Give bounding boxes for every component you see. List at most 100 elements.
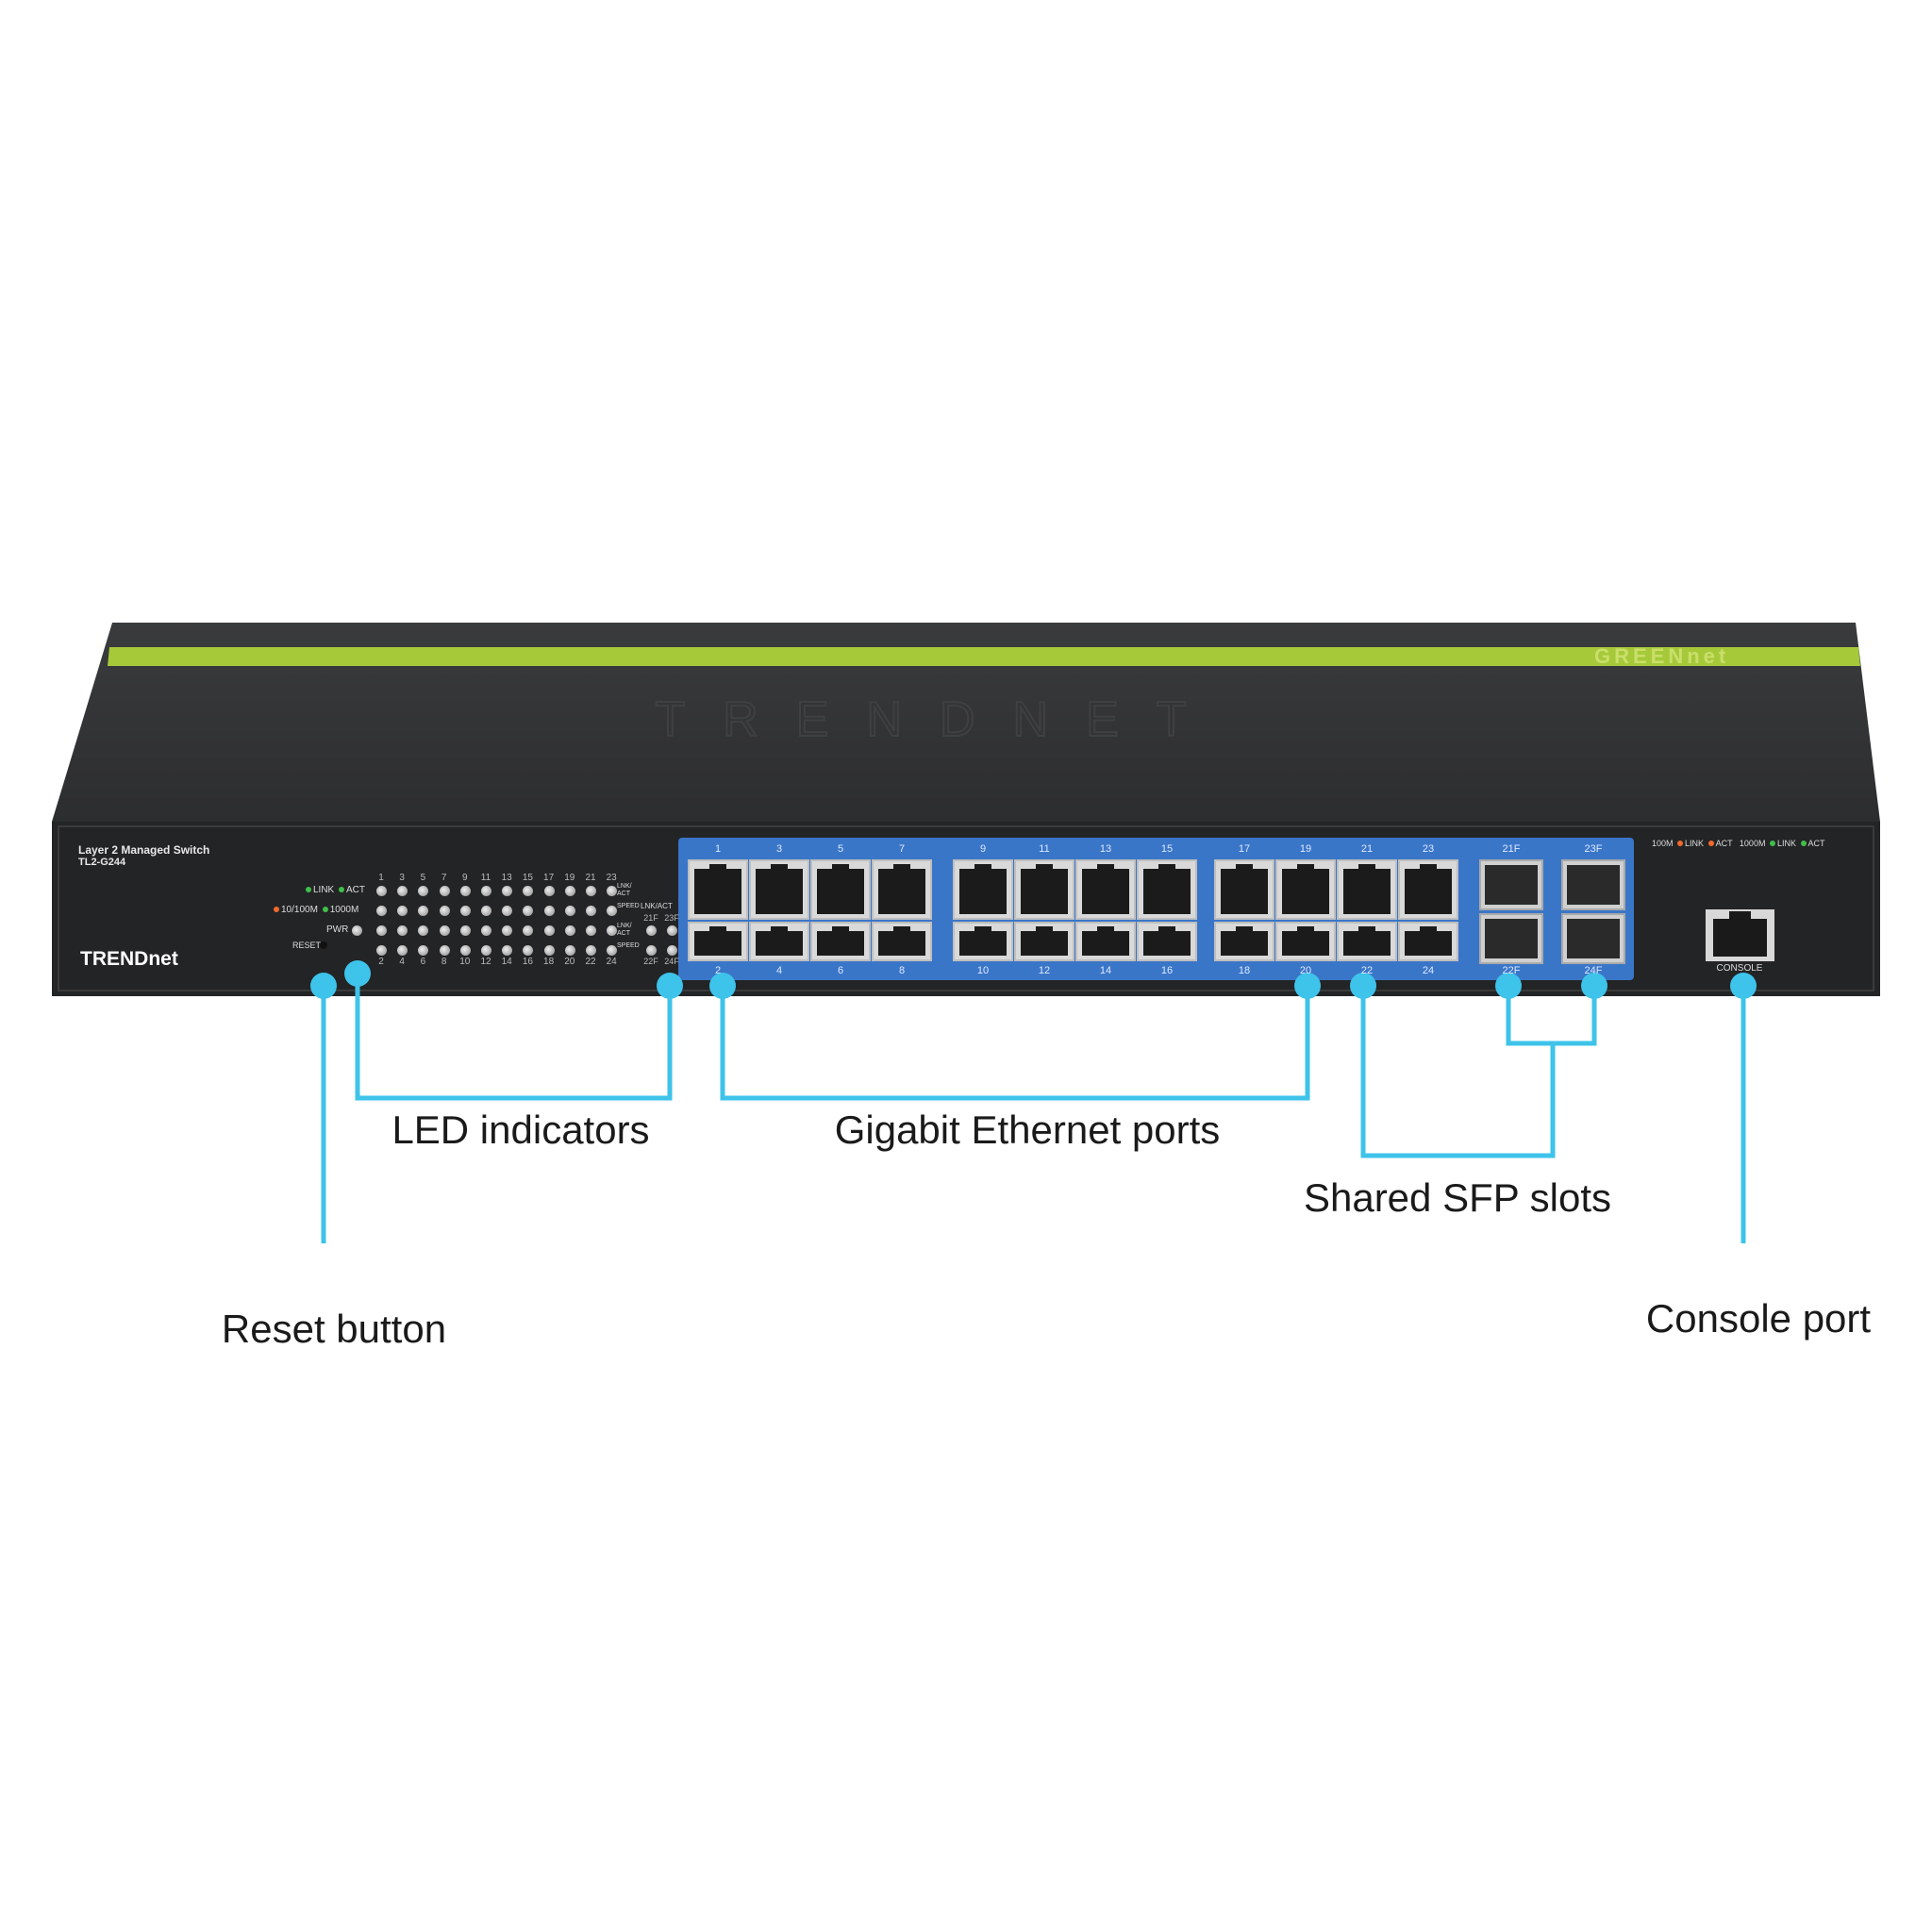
rj45-port[interactable] [749, 922, 809, 961]
led-legend-link: LINK ACT [304, 885, 365, 895]
port-led [397, 906, 408, 916]
port-led [481, 945, 491, 956]
port-opening [1143, 931, 1191, 956]
rj45-port[interactable] [688, 859, 748, 920]
rj45-port[interactable] [953, 859, 1013, 920]
led-number-top: 23 [606, 873, 617, 883]
rj45-port[interactable] [1214, 859, 1274, 920]
port-opening [694, 931, 741, 956]
sfp-opening [1485, 919, 1538, 958]
port-led [523, 906, 534, 916]
port-led [439, 945, 450, 956]
port-led [586, 906, 596, 916]
port-opening [1221, 931, 1268, 956]
rj45-port[interactable] [1398, 922, 1458, 961]
rj45-port[interactable] [1014, 859, 1074, 920]
sfp-led-number-top: 21F [643, 913, 658, 923]
rj45-port[interactable] [810, 859, 871, 920]
model-label: TL2-G244 [78, 857, 126, 868]
rj45-port[interactable] [872, 859, 932, 920]
port-led [586, 925, 596, 936]
rj45-port[interactable] [1137, 922, 1197, 961]
sfp-slot[interactable] [1479, 913, 1543, 964]
port-led [607, 906, 618, 916]
port-led [502, 886, 513, 896]
rj45-port[interactable] [1214, 922, 1274, 961]
led-row-label: SPEED [617, 942, 640, 949]
led-number-top: 7 [441, 873, 447, 883]
port-number-top: 17 [1238, 843, 1251, 855]
port-opening [959, 869, 1007, 914]
rj45-port[interactable] [688, 922, 748, 961]
led-number-top: 9 [462, 873, 468, 883]
led-row-label: LNK/ ACT [617, 923, 632, 937]
port-latch [1036, 864, 1053, 871]
rj45-port[interactable] [810, 922, 871, 961]
port-latch [974, 926, 991, 933]
port-led [439, 886, 450, 896]
port-number-bottom: 24 [1422, 965, 1435, 976]
rj45-port[interactable] [872, 922, 932, 961]
rj45-port[interactable] [1337, 922, 1397, 961]
led-legend-speed: 10/100M 1000M [272, 905, 358, 915]
sfp-slot[interactable] [1561, 913, 1625, 964]
rj45-port[interactable] [1398, 859, 1458, 920]
rj45-port[interactable] [1275, 922, 1336, 961]
sfp-number-bottom: 22F [1502, 965, 1521, 976]
top-embossed-logo: TRENDNET [655, 692, 1224, 747]
port-latch [1236, 864, 1253, 871]
port-latch [709, 864, 726, 871]
rj45-port[interactable] [749, 859, 809, 920]
led-number-bottom: 18 [543, 957, 555, 967]
rj45-port[interactable] [1075, 922, 1136, 961]
led-number-top: 3 [399, 873, 405, 883]
port-latch [1236, 926, 1253, 933]
sfp-slot[interactable] [1561, 859, 1625, 910]
rj45-port[interactable] [1137, 859, 1197, 920]
port-latch [974, 864, 991, 871]
port-number-bottom: 18 [1238, 965, 1251, 976]
port-latch [1158, 926, 1175, 933]
port-opening [1282, 931, 1329, 956]
port-number-top: 3 [775, 843, 783, 855]
led-number-bottom: 8 [441, 957, 447, 967]
led-number-top: 5 [420, 873, 426, 883]
port-latch [1097, 926, 1114, 933]
port-led [481, 906, 491, 916]
port-led [376, 886, 387, 896]
sfp-led-number-top: 23F [664, 913, 679, 923]
sfp-led [667, 925, 677, 936]
green-stripe [108, 647, 1860, 666]
led-number-bottom: 6 [420, 957, 426, 967]
callout-reset-button: Reset button [221, 1307, 447, 1351]
port-led [523, 945, 534, 956]
port-latch [771, 864, 788, 871]
port-led [459, 945, 471, 956]
port-latch [893, 926, 910, 933]
port-latch [1358, 926, 1375, 933]
port-led [459, 886, 471, 896]
led-number-top: 11 [480, 873, 491, 883]
sfp-led [646, 925, 657, 936]
port-opening [1221, 869, 1268, 914]
port-led [543, 906, 555, 916]
sfp-led [667, 945, 677, 956]
port-number-top: 21 [1360, 843, 1374, 855]
port-led [564, 945, 575, 956]
sfp-number-top: 23F [1584, 843, 1603, 855]
rj45-port[interactable] [1014, 922, 1074, 961]
port-number-top: 15 [1160, 843, 1174, 855]
port-number-bottom: 6 [837, 965, 844, 976]
led-number-top: 19 [564, 873, 575, 883]
rj45-port[interactable] [1075, 859, 1136, 920]
rj45-port[interactable] [1275, 859, 1336, 920]
callout-led-indicators: LED indicators [391, 1108, 650, 1152]
port-opening [1343, 869, 1391, 914]
reset-button[interactable] [320, 941, 327, 949]
rj45-port[interactable] [1337, 859, 1397, 920]
rj45-port[interactable] [953, 922, 1013, 961]
port-led [564, 886, 575, 896]
led-number-bottom: 4 [399, 957, 405, 967]
sfp-slot[interactable] [1479, 859, 1543, 910]
